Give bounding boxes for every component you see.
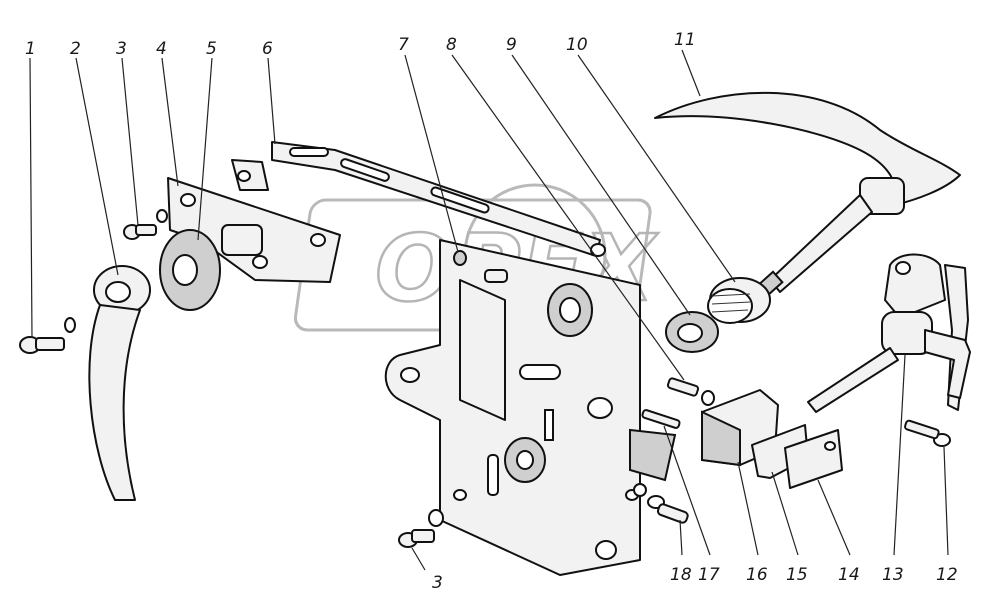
callout-9: 9 — [506, 35, 517, 55]
part-3-screw-top — [123, 209, 168, 240]
part-1-screw — [19, 317, 76, 354]
part-2-inner-handle — [88, 265, 151, 501]
callout-6: 6 — [262, 39, 273, 59]
callout-7: 7 — [398, 35, 409, 55]
callout-labels: 1 2 3 4 5 6 7 8 9 10 11 12 13 14 15 16 1… — [25, 30, 958, 593]
callout-14: 14 — [838, 565, 860, 585]
part-17-pin — [641, 409, 681, 429]
part-14-block — [784, 429, 843, 489]
part-10-bushing — [707, 277, 771, 324]
part-9-ring — [665, 311, 719, 353]
leader-lines — [29, 49, 949, 571]
part-7-screw — [453, 250, 467, 266]
callout-3: 3 — [116, 39, 127, 59]
callout-13: 13 — [882, 565, 904, 585]
callout-15: 15 — [786, 565, 808, 585]
part-11-outer-handle — [654, 91, 961, 296]
callout-17: 17 — [698, 565, 720, 585]
callout-8: 8 — [446, 35, 457, 55]
callout-4: 4 — [156, 39, 167, 59]
callout-2: 2 — [70, 39, 81, 59]
callout-10: 10 — [566, 35, 588, 55]
part-3-screw-bottom — [398, 509, 444, 548]
part-13-lock-cylinder — [807, 253, 971, 413]
part-12-screw — [904, 419, 951, 447]
lock-body-plate — [384, 239, 677, 576]
part-5-gear — [159, 224, 263, 311]
part-18-screw — [633, 483, 689, 524]
callout-5: 5 — [206, 39, 217, 59]
callout-3-bottom: 3 — [432, 573, 443, 593]
part-8-screw — [666, 377, 715, 406]
callout-11: 11 — [674, 30, 696, 50]
callout-16: 16 — [746, 565, 768, 585]
callout-18: 18 — [670, 565, 692, 585]
callout-12: 12 — [936, 565, 958, 585]
callout-1: 1 — [25, 39, 36, 59]
